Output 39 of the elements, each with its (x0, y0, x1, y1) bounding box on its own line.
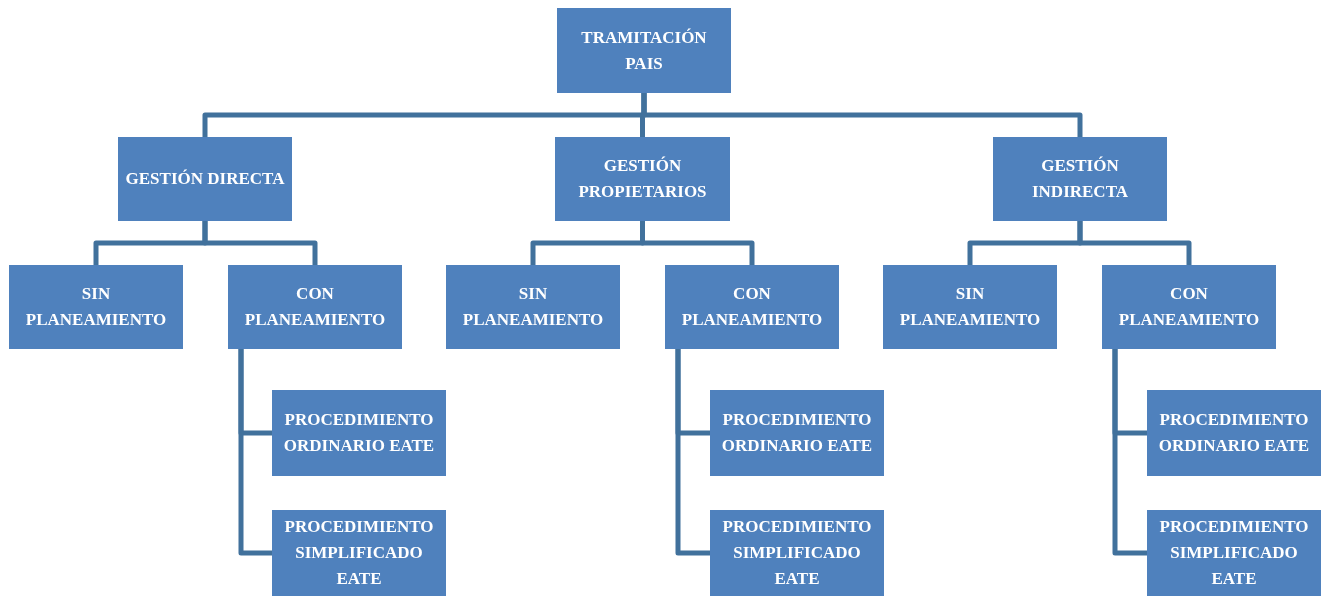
org-box (1102, 265, 1276, 349)
org-box (1147, 390, 1321, 476)
box-label: SIN PLANEAMIENTO (898, 283, 1042, 331)
org-box (272, 390, 446, 476)
connector-line (1077, 221, 1192, 265)
box-label: PROCEDIMIENTO SIMPLIFICADO EATE (1158, 516, 1310, 590)
box-label: GESTIÓN PROPIETARIOS (577, 155, 708, 203)
org-box (993, 137, 1167, 221)
org-box (228, 265, 402, 349)
org-box (557, 8, 731, 93)
box-label: PROCEDIMIENTO ORDINARIO EATE (1157, 409, 1311, 457)
connector-line (640, 221, 755, 265)
box-label: PROCEDIMIENTO SIMPLIFICADO EATE (721, 516, 873, 590)
box-label: CON PLANEAMIENTO (243, 283, 387, 331)
org-box (9, 265, 183, 349)
connector-line (202, 221, 318, 265)
box-label: PROCEDIMIENTO ORDINARIO EATE (720, 409, 874, 457)
org-box (118, 137, 292, 221)
box-label: SIN PLANEAMIENTO (24, 283, 168, 331)
org-box (710, 510, 884, 596)
connector-line (1112, 349, 1147, 556)
box-label: TRAMITACIÓN PAIS (580, 26, 708, 75)
org-box (446, 265, 620, 349)
box-label: CON PLANEAMIENTO (680, 283, 824, 331)
connector-line (675, 349, 710, 556)
box-label: PROCEDIMIENTO SIMPLIFICADO EATE (283, 516, 435, 590)
box-label: SIN PLANEAMIENTO (461, 283, 605, 331)
org-box (555, 137, 730, 221)
connector-line (641, 93, 1083, 137)
box-label: PROCEDIMIENTO ORDINARIO EATE (282, 409, 436, 457)
box-label: GESTIÓN DIRECTA (125, 168, 285, 190)
org-box (883, 265, 1057, 349)
box-label: GESTIÓN INDIRECTA (1030, 155, 1129, 203)
org-box (665, 265, 839, 349)
org-box (1147, 510, 1321, 596)
box-label: CON PLANEAMIENTO (1117, 283, 1261, 331)
org-box (272, 510, 446, 596)
connector-line (238, 349, 272, 556)
org-box (710, 390, 884, 476)
